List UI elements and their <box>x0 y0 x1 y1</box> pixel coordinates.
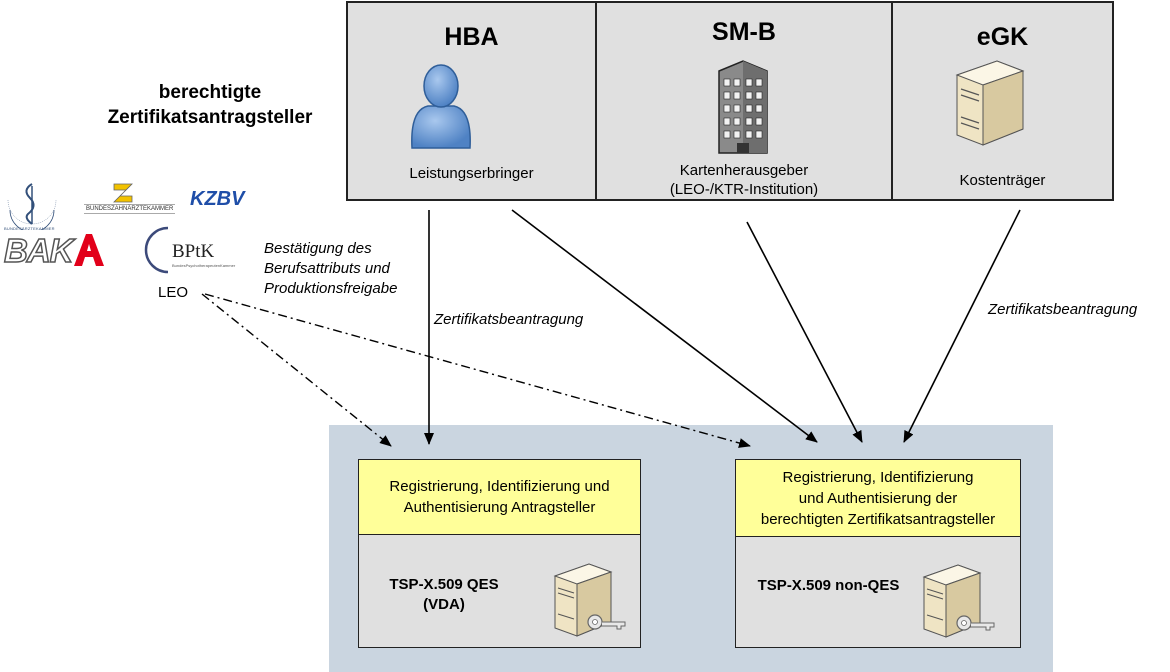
leo-label: LEO <box>158 284 189 301</box>
tsp-qes-header: Registrierung, Identifizierung und Authe… <box>359 460 640 535</box>
person-icon <box>411 64 471 149</box>
column-title-egk: eGK <box>976 23 1029 51</box>
pharmacy-a-icon <box>74 234 104 266</box>
column-subtitle-smb: Kartenherausgeber (LEO-/KTR-Institution) <box>669 162 819 198</box>
column-hba: HBA Leistungserbringer <box>348 3 595 199</box>
tsp-non-qes-header: Registrierung, Identifizierung und Authe… <box>736 460 1020 537</box>
column-title-hba: HBA <box>444 23 499 51</box>
arrow-hba-to-non-qes <box>511 209 818 443</box>
column-smb: SM-B Kartenherausgeber (LEO-/KTR-Institu… <box>595 3 891 199</box>
arrow-leo-to-non-qes <box>204 293 751 448</box>
tsp-qes-label: TSP-X.509 QES (VDA) <box>389 576 499 613</box>
tsp-qes-box: Registrierung, Identifizierung und Authe… <box>358 459 641 648</box>
card-types-panel: HBA Leistungserbringer SM-B <box>346 1 1114 201</box>
server-key-icon <box>922 564 995 638</box>
tsp-qes-header-text: Registrierung, Identifizierung und Authe… <box>389 478 610 516</box>
tsp-non-qes-header-text: Registrierung, Identifizierung und Authe… <box>760 468 996 528</box>
applicants-heading: berechtigte Zertifikatsantragsteller <box>107 82 313 128</box>
tsp-non-qes-label: TSP-X.509 non-QES <box>757 577 900 594</box>
confirmation-note: Bestätigung des Berufsattributs und Prod… <box>264 240 398 297</box>
bptk-logo-arc-icon <box>144 226 169 274</box>
bptk-logo-subtitle: BundesPsychotherapeutenKammer <box>172 263 236 268</box>
bundeszahnaerztekammer-logo-text: BUNDESZAHNÄRZTEKAMMER <box>84 204 176 214</box>
column-title-smb: SM-B <box>712 18 776 46</box>
column-subtitle-hba: Leistungserbringer <box>409 165 534 182</box>
bundesaerztekammer-logo-text: BUNDESÄRZTEKAMMER <box>4 226 55 231</box>
column-subtitle-egk: Kostenträger <box>959 172 1046 189</box>
certificate-request-note-right: Zertifikatsbeantragung <box>988 301 1138 318</box>
certificate-request-note-left: Zertifikatsbeantragung <box>434 311 584 328</box>
arrow-leo-to-qes <box>201 293 392 447</box>
bak-logo: BAK <box>3 231 74 270</box>
server-key-icon <box>553 563 626 637</box>
bptk-logo: BPtK <box>172 241 215 262</box>
tsp-non-qes-box: Registrierung, Identifizierung und Authe… <box>735 459 1021 648</box>
column-egk: eGK Kostenträger <box>891 3 1112 199</box>
arrow-egk-to-non-qes <box>903 209 1021 443</box>
bundesaerztekammer-logo-icon <box>7 183 57 230</box>
server-icon <box>955 60 1025 146</box>
bundeszahnaerztekammer-logo-icon <box>113 183 133 203</box>
kzbv-logo: KZBV <box>190 188 245 210</box>
office-building-icon <box>718 60 768 154</box>
arrow-smb-to-non-qes <box>746 221 863 443</box>
